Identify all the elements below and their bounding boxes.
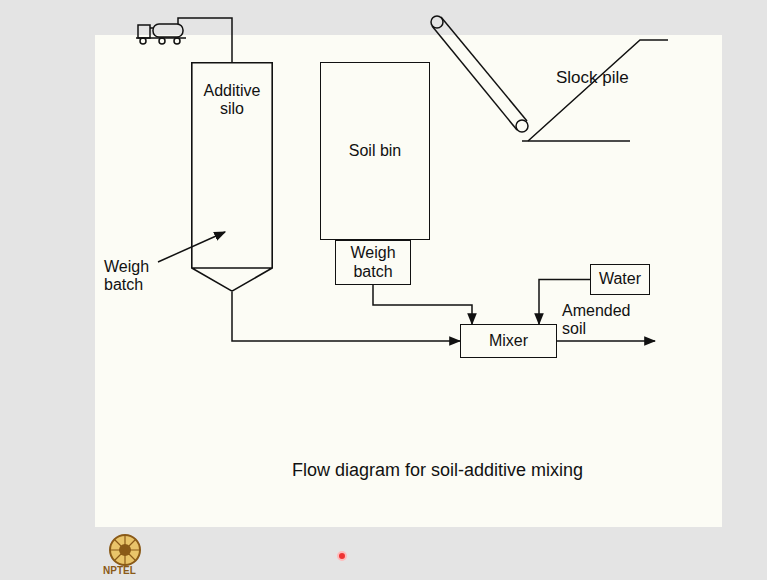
mixer-box: Mixer bbox=[460, 324, 557, 358]
water-box: Water bbox=[590, 264, 650, 295]
outlet-arrow bbox=[557, 340, 655, 342]
nptel-logo bbox=[110, 535, 140, 565]
slide-panel bbox=[95, 35, 722, 527]
logo-text: NPTEL bbox=[103, 565, 153, 577]
node-text: Additive silo bbox=[191, 82, 273, 119]
node-text: Water bbox=[599, 270, 641, 288]
silo-hopper: Additive silo bbox=[191, 62, 273, 292]
flow-arrow bbox=[373, 285, 472, 324]
node-text: Weigh batch bbox=[336, 244, 410, 281]
node-text: Soil bin bbox=[349, 142, 401, 160]
tanker-truck bbox=[136, 18, 232, 62]
callout-label: Weigh batch bbox=[104, 258, 164, 295]
weigh-batch-box: Weigh batch bbox=[335, 240, 411, 285]
outlet-label: Amended soil bbox=[562, 302, 642, 339]
stockpile-label: Slock pile bbox=[556, 68, 666, 88]
cursor-dot bbox=[338, 552, 346, 560]
figure-caption: Flow diagram for soil-additive mixing bbox=[292, 460, 583, 481]
conveyor-stockpile bbox=[431, 16, 668, 141]
silo-path bbox=[192, 63, 272, 291]
flow-arrow bbox=[232, 292, 460, 341]
node-text: Mixer bbox=[489, 332, 528, 350]
soil-bin: Soil bin bbox=[320, 62, 430, 240]
